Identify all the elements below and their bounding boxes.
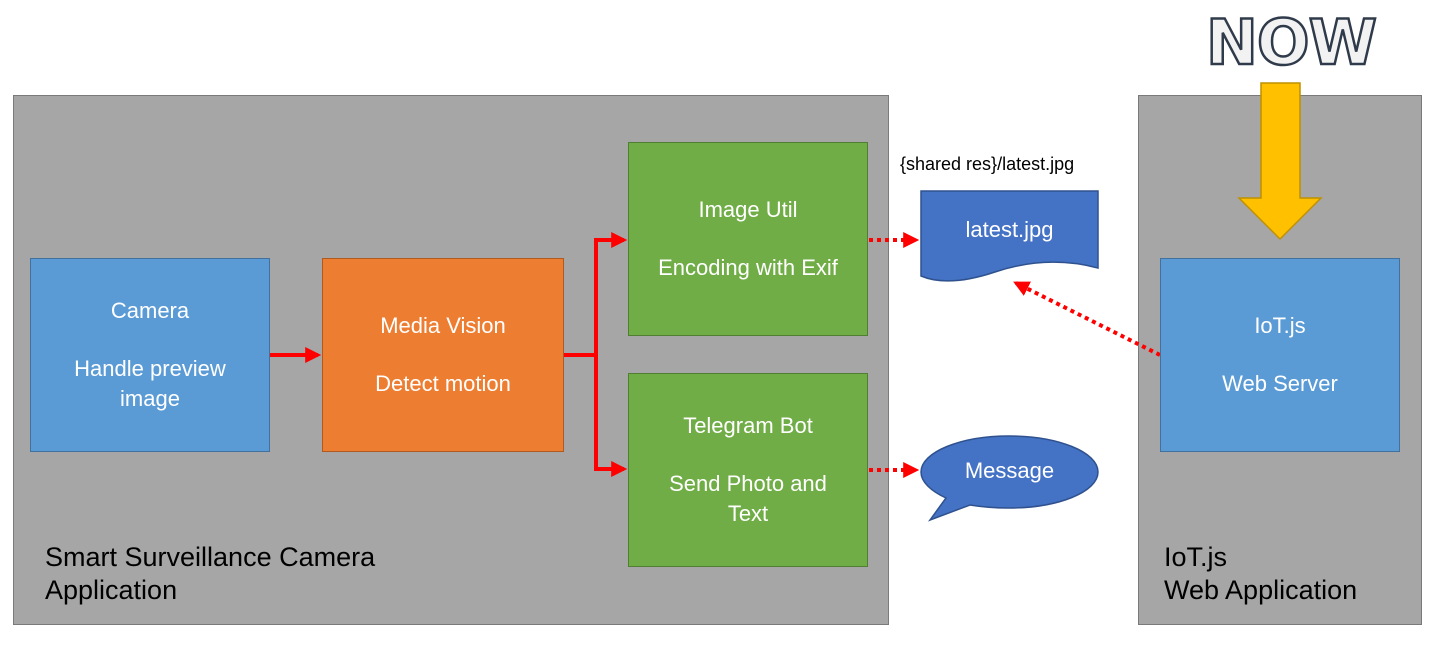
camera-box: Camera Handle preview image bbox=[30, 258, 270, 452]
telegram-bot-subtitle: Send Photo and Text bbox=[669, 471, 827, 526]
arrow-web-server-to-file bbox=[1013, 281, 1161, 357]
camera-subtitle: Handle preview image bbox=[74, 356, 226, 411]
file-document-shape bbox=[920, 190, 1099, 282]
file-label: latest.jpg bbox=[965, 217, 1054, 242]
image-util-subtitle: Encoding with Exif bbox=[658, 255, 838, 280]
app-container-label: Smart Surveillance Camera Application bbox=[45, 542, 376, 605]
arrow-media-vision-to-image-util bbox=[564, 232, 628, 357]
media-vision-title: Media Vision bbox=[380, 313, 506, 338]
arrow-media-vision-to-telegram-bot bbox=[594, 355, 628, 477]
media-vision-box: Media Vision Detect motion bbox=[322, 258, 564, 452]
message-bubble-shape bbox=[920, 435, 1099, 522]
message-label: Message bbox=[964, 458, 1055, 483]
file-path-note: {shared res}/latest.jpg bbox=[900, 154, 1075, 174]
now-label: NOW bbox=[1205, 5, 1378, 81]
image-util-title: Image Util bbox=[698, 197, 798, 222]
media-vision-subtitle: Detect motion bbox=[375, 371, 511, 396]
now-down-arrow-shape bbox=[1237, 82, 1323, 241]
iotjs-container-label: IoT.js Web Application bbox=[1164, 542, 1358, 605]
telegram-bot-box: Telegram Bot Send Photo and Text bbox=[628, 373, 868, 567]
web-server-subtitle: Web Server bbox=[1222, 371, 1338, 396]
web-server-box: IoT.js Web Server bbox=[1160, 258, 1400, 452]
telegram-bot-title: Telegram Bot bbox=[683, 413, 813, 438]
camera-title: Camera bbox=[110, 298, 190, 323]
web-server-title: IoT.js bbox=[1254, 313, 1306, 338]
image-util-box: Image Util Encoding with Exif bbox=[628, 142, 868, 336]
